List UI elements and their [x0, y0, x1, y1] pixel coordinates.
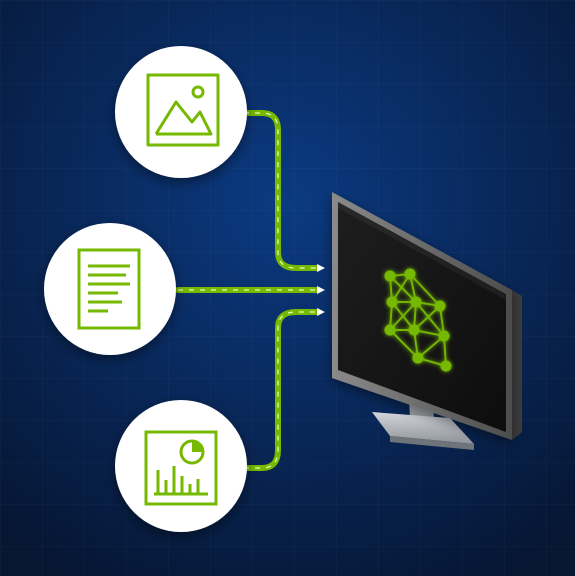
arrowhead-bottom — [317, 308, 325, 316]
neural-network-icon — [384, 268, 452, 372]
chart-icon — [144, 430, 218, 506]
input-chart-node — [115, 400, 247, 532]
arrowhead-top — [317, 264, 325, 272]
monitor-frame-side — [512, 290, 522, 440]
document-icon — [77, 248, 141, 330]
input-image-node — [115, 46, 247, 178]
input-document-node — [44, 223, 176, 355]
monitor-stand-base — [372, 412, 474, 444]
connectors — [175, 110, 325, 471]
image-icon — [146, 73, 220, 147]
monitor-screen — [338, 202, 506, 432]
arrowhead-middle — [317, 286, 325, 294]
monitor — [332, 192, 522, 450]
